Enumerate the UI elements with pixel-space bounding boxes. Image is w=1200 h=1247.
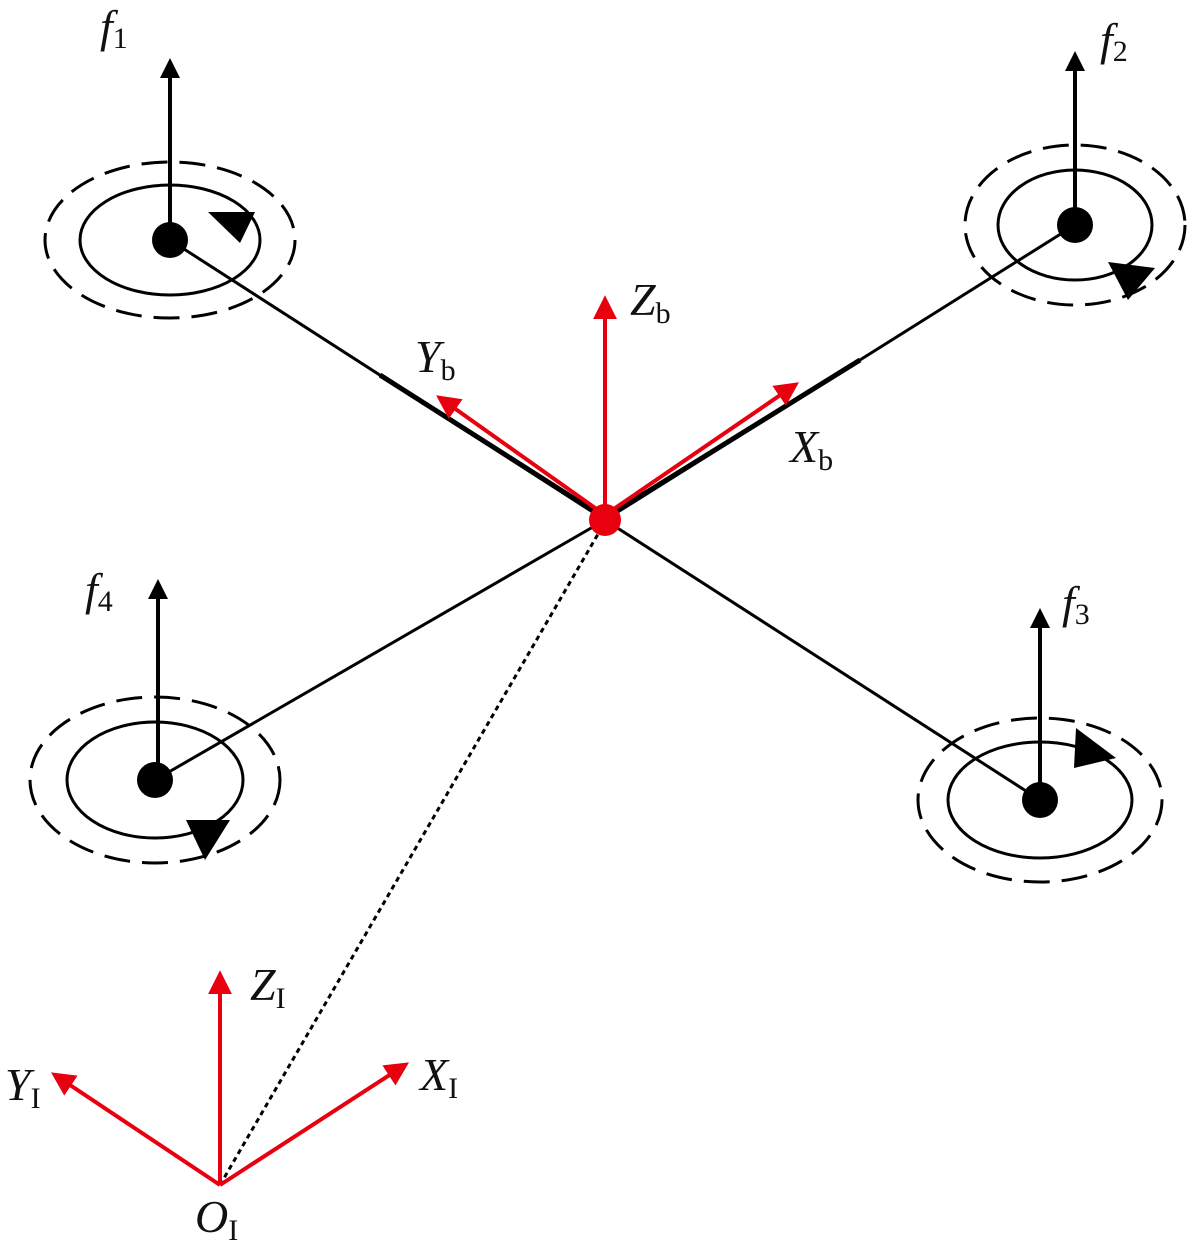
body-z-label: Zb (630, 274, 671, 330)
body-frame (436, 295, 799, 517)
inertial-x-axis (218, 1062, 410, 1187)
spin-arrow-icon (1074, 728, 1116, 768)
body-x-label: Xb (788, 421, 833, 477)
force-label-f3: f3 (1062, 577, 1090, 631)
inertial-x-label: XI (418, 1049, 458, 1105)
rotor-4 (28, 579, 282, 865)
force-label-f2: f2 (1100, 14, 1128, 68)
inertial-origin-label: OI (195, 1191, 238, 1247)
body-y-label: Yb (415, 331, 456, 387)
spin-arrow-icon (1108, 262, 1155, 300)
rotor-2 (963, 51, 1187, 307)
spin-arrow-icon (186, 820, 230, 860)
inertial-z-label: ZI (250, 959, 286, 1015)
spin-arrow-icon (208, 212, 255, 243)
inertial-frame (51, 970, 410, 1187)
rotor-1 (43, 58, 297, 320)
body-origin (589, 504, 621, 536)
arm-3 (604, 518, 1041, 802)
force-label-f1: f1 (100, 1, 128, 55)
inertial-y-label: YI (5, 1059, 41, 1115)
body-x-axis (603, 382, 799, 517)
position-vector (218, 521, 607, 1186)
rotor-3 (916, 608, 1164, 884)
inertial-y-axis (51, 1072, 222, 1187)
quadrotor-arms (154, 223, 1076, 802)
body-y-axis (436, 395, 607, 517)
force-label-f4: f4 (85, 564, 113, 618)
arm-4 (154, 518, 606, 782)
